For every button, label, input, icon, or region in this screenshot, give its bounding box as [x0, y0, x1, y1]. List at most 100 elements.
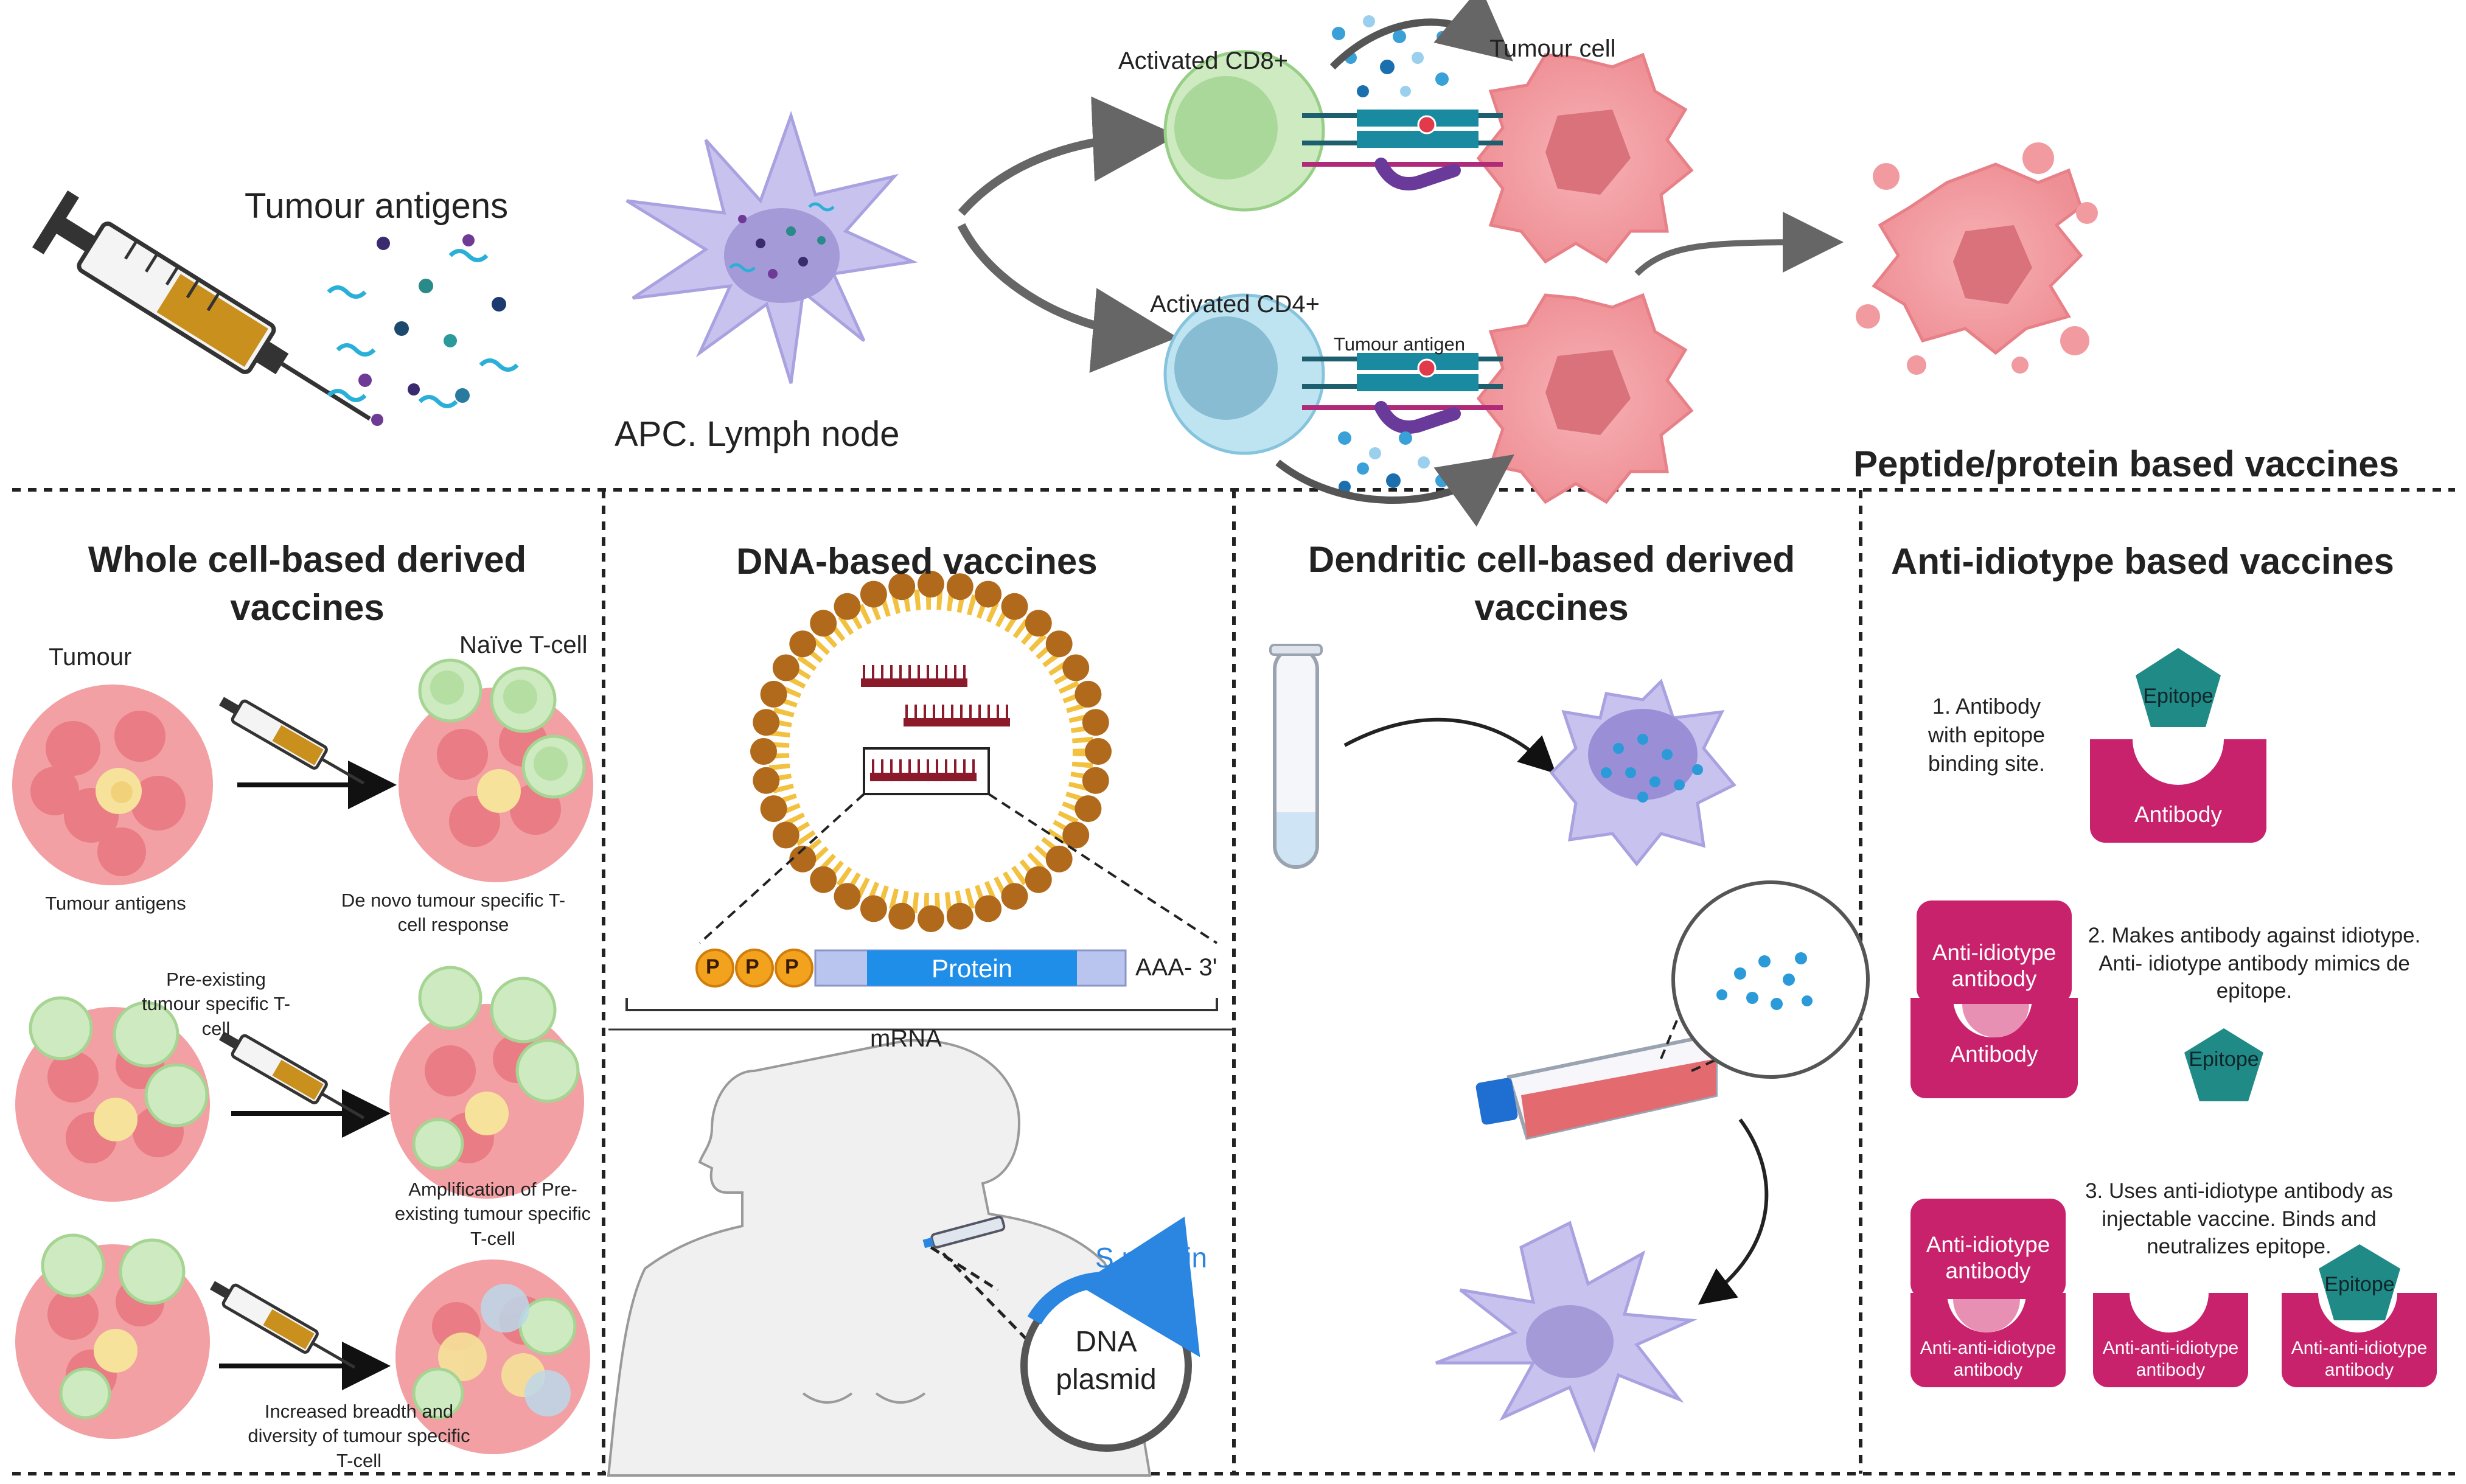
lipid-head [888, 573, 916, 601]
tcr-mhc-complex-top [1302, 110, 1503, 190]
label-tumour-antigens-top: Tumour antigens [245, 186, 509, 226]
lipid-head [1075, 680, 1102, 708]
dna-plasmid-icon [1020, 1216, 1200, 1452]
lipid-head [975, 580, 1002, 608]
label-anti-idiotype-antibody-2: Anti-idiotype antibody [1932, 940, 2057, 991]
lipid-head [750, 738, 777, 765]
magnified-particles [1671, 880, 1870, 1079]
label-antibody-1: Antibody [2134, 802, 2222, 827]
cd8-tcell [1163, 50, 1325, 212]
syringe-icon [32, 190, 371, 421]
lipid-head [946, 573, 974, 601]
label-anti-anti-idiotype-2: Anti-anti-idiotype antibody [2102, 1338, 2239, 1380]
lipid-head [1062, 821, 1090, 849]
lipid-head [1045, 630, 1073, 658]
anti-idiotype-antibody-step3 [1910, 1199, 2066, 1332]
mrna-construct [625, 949, 1218, 1011]
arrow-to-lysis [1634, 212, 1844, 276]
antibody-step2 [1910, 998, 2078, 1098]
label-anti-idiotype-antibody-3: Anti-idiotype antibody [1926, 1232, 2050, 1283]
label-step1: 1. Antibody with epitope binding site. [1928, 694, 2046, 776]
lipid-head [760, 795, 787, 823]
title-peptide-vaccines: Peptide/protein based vaccines [1853, 444, 2399, 484]
lipid-head [1001, 593, 1028, 620]
arrow-flask-to-dc [1698, 1118, 1769, 1305]
lipid-head [789, 630, 817, 658]
label-anti-anti-idiotype-3: Anti-anti-idiotype antibody [2291, 1338, 2428, 1380]
label-tumour-antigens-whole: Tumour antigens [45, 893, 186, 914]
dendritic-cell-loaded [1549, 678, 1736, 867]
tumour-mass-2 [399, 658, 593, 882]
lipid-head [1075, 795, 1102, 823]
injection-dash-2 [942, 1252, 1048, 1361]
anti-idiotype-antibody-step2 [1917, 901, 2072, 1004]
tumour-mass-1 [12, 685, 213, 885]
tumour-cell-top [1476, 52, 1694, 264]
epitope-step2 [2184, 1028, 2263, 1101]
arrow-to-cd8 [958, 96, 1178, 216]
label-epitope-2: Epitope [2189, 1048, 2259, 1071]
lipid-head [1045, 845, 1073, 873]
lipid-nanoparticle [750, 571, 1112, 932]
tumour-cell-bottom [1476, 293, 1694, 504]
label-amplification: Amplification of Pre-existing tumour spe… [394, 1179, 591, 1249]
mrna-strands [861, 665, 1010, 795]
lipid-head [918, 905, 944, 932]
label-activated-cd4: Activated CD4+ [1150, 291, 1320, 318]
title-dna-vaccines: DNA-based vaccines [736, 541, 1098, 582]
lipid-head [810, 610, 837, 637]
lipid-head [834, 883, 861, 910]
lipid-head [753, 767, 780, 794]
label-mrna: mRNA [870, 1025, 942, 1052]
title-whole-cell: Whole cell-based derived vaccines [88, 539, 527, 629]
label-tumour: Tumour [49, 644, 132, 671]
zoom-line-right [987, 793, 1218, 944]
antibody-step1 [2090, 739, 2266, 843]
lipid-head [1082, 709, 1109, 736]
dendritic-cell-mature [1435, 1221, 1698, 1453]
tcr-mhc-complex-bottom [1302, 353, 1503, 434]
anti-anti-idiotype-antibody-2 [2093, 1293, 2248, 1387]
lipid-head [1085, 738, 1112, 765]
syringe-small-3 [210, 1281, 356, 1369]
lipid-head [753, 709, 780, 736]
antigen-particles [327, 234, 519, 426]
cytokines-top [1332, 15, 1449, 97]
lipid-head [789, 845, 817, 873]
cytokines-bottom [1338, 431, 1449, 493]
arrow-to-cd4 [957, 223, 1178, 373]
syringe-small-1 [219, 697, 365, 785]
lipid-head [1001, 883, 1028, 910]
lipid-head [772, 821, 799, 849]
label-tumour-antigen: Tumour antigen [1334, 333, 1465, 355]
tumour-mass-6 [395, 1259, 590, 1454]
lysed-tumour-cell [1856, 142, 2098, 375]
lipid-head [860, 895, 887, 922]
apc-dendritic-cell [625, 111, 918, 384]
title-dendritic: Dendritic cell-based derived vaccines [1308, 539, 1796, 629]
lipid-head [946, 902, 974, 930]
title-anti-idiotype: Anti-idiotype based vaccines [1891, 541, 2394, 582]
tumour-mass-3 [15, 996, 210, 1202]
zoom-line-left [698, 793, 865, 944]
culture-flask-icon [1475, 1032, 1718, 1140]
label-tumour-cell: Tumour cell [1489, 35, 1616, 62]
label-naive-tcell: Naïve T-cell [459, 632, 588, 658]
lipid-head [1025, 866, 1052, 893]
lipid-head [1062, 654, 1090, 681]
arrow-tube-to-dc [1343, 717, 1556, 774]
label-epitope-1: Epitope [2143, 685, 2213, 708]
tumour-mass-5 [15, 1233, 210, 1439]
lipid-head [1025, 610, 1052, 637]
epitope-step3 [2319, 1244, 2400, 1320]
anti-anti-idiotype-antibody-3 [2282, 1293, 2437, 1387]
cd4-tcell [1163, 293, 1325, 455]
label-activated-cd8: Activated CD8+ [1118, 47, 1289, 74]
lipid-head [975, 895, 1002, 922]
label-dna-plasmid: DNA plasmid [1056, 1326, 1157, 1396]
label-apc-lymph-node: APC. Lymph node [615, 414, 900, 454]
lipid-head [888, 902, 916, 930]
test-tube-icon [1269, 644, 1323, 869]
lipid-head [810, 866, 837, 893]
arrow-cd4-to-tumour [1275, 454, 1514, 527]
